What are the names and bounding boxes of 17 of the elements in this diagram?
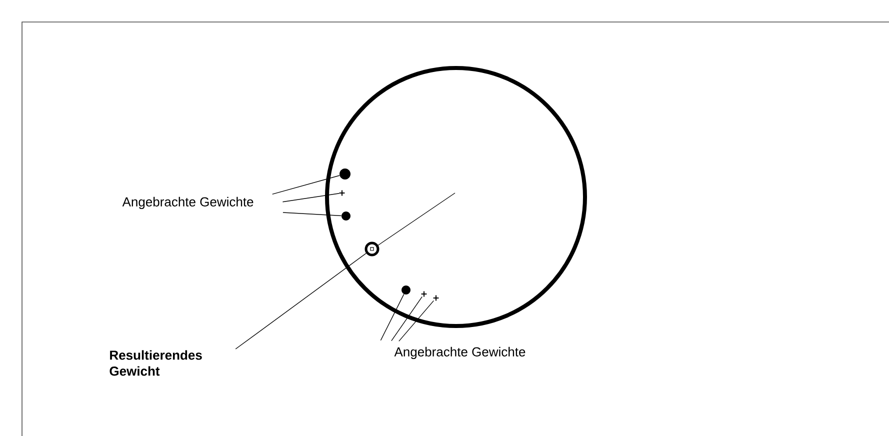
- weight-dot: [342, 212, 350, 220]
- leader-line: [282, 212, 342, 216]
- small-weight-cross: [338, 190, 346, 196]
- weight-dot: [340, 168, 350, 180]
- resultant-weight-ring: [364, 242, 380, 256]
- small-weight-cross: [432, 294, 440, 302]
- small-weight-cross: [420, 290, 428, 298]
- leader-line: [282, 193, 340, 202]
- weight-label: Resultierendes Gewicht: [110, 350, 202, 376]
- weight-dot: [402, 285, 410, 294]
- leader-line: [235, 252, 367, 350]
- weight-label: Angebrachte Gewichte: [394, 346, 526, 360]
- leader-line: [398, 300, 434, 342]
- leader-line: [391, 296, 422, 342]
- weight-label: Angebrachte Gewichte: [122, 196, 254, 210]
- leader-line: [272, 175, 340, 195]
- leader-line: [380, 294, 404, 341]
